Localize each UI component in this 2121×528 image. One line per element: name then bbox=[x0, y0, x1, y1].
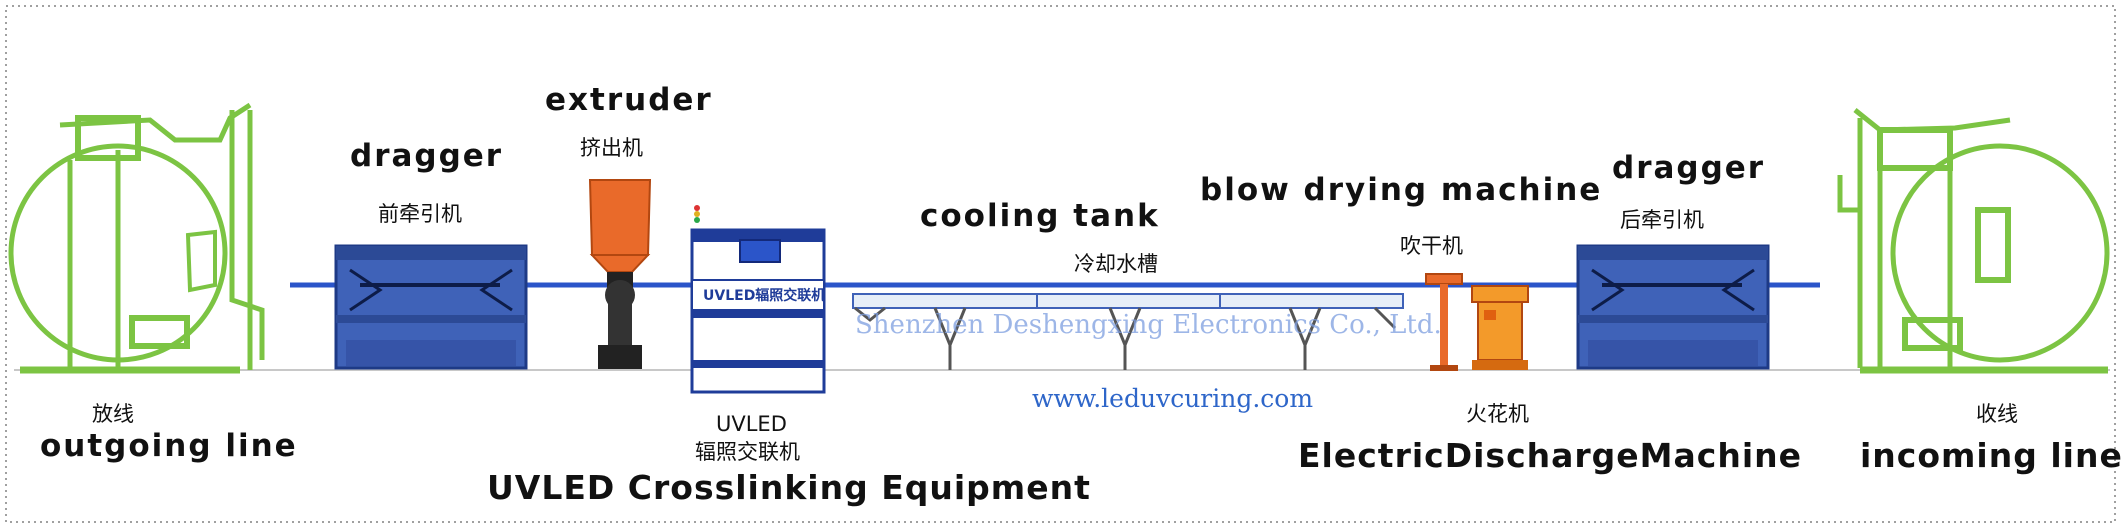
outgoing-cn-label: 放线 bbox=[92, 402, 134, 426]
spark-tester-icon bbox=[1471, 285, 1529, 370]
dragger-front-cn-label: 前牵引机 bbox=[378, 202, 462, 226]
uvled-machine-icon bbox=[690, 205, 826, 394]
rear-dragger-machine-icon bbox=[1576, 244, 1770, 370]
blow-en-label: blow drying machine bbox=[1200, 172, 1603, 208]
dragger-front-en-label: dragger bbox=[350, 138, 504, 174]
spark-en-label: ElectricDischargeMachine bbox=[1298, 436, 1803, 475]
blow-dryer-icon bbox=[1425, 273, 1463, 371]
incoming-en-label: incoming line bbox=[1860, 436, 2121, 475]
outgoing-en-label: outgoing line bbox=[40, 428, 298, 464]
spark-cn-label: 火花机 bbox=[1466, 402, 1529, 426]
cooling-cn-label: 冷却水槽 bbox=[1074, 252, 1158, 276]
extruder-cn-label: 挤出机 bbox=[580, 136, 643, 160]
uvled-cn-label: 辐照交联机 bbox=[695, 440, 800, 464]
cooling-en-label: cooling tank bbox=[920, 198, 1160, 234]
extruder-machine-icon bbox=[588, 179, 652, 369]
extruder-en-label: extruder bbox=[545, 82, 713, 118]
blow-cn-label: 吹干机 bbox=[1400, 234, 1463, 258]
dragger-rear-cn-label: 后牵引机 bbox=[1620, 208, 1704, 232]
watermark-url: www.leduvcuring.com bbox=[1032, 384, 1314, 413]
payoff-reel-icon bbox=[8, 102, 265, 374]
dotted-frame bbox=[5, 5, 2116, 523]
cooling-tank-icon bbox=[852, 293, 1404, 370]
front-dragger-machine-icon bbox=[334, 244, 528, 370]
watermark-company: Shenzhen Deshengxing Electronics Co., Lt… bbox=[855, 310, 1442, 340]
incoming-cn-label: 收线 bbox=[1976, 402, 2018, 426]
takeup-reel-icon bbox=[1837, 108, 2110, 374]
uvled-equipment-en-label: UVLED Crosslinking Equipment bbox=[487, 468, 1091, 507]
dragger-rear-en-label: dragger bbox=[1612, 150, 1766, 186]
uvled-en-label: UVLED bbox=[716, 412, 787, 436]
uvled-machine-panel-text: UVLED辐照交联机 bbox=[703, 288, 826, 304]
